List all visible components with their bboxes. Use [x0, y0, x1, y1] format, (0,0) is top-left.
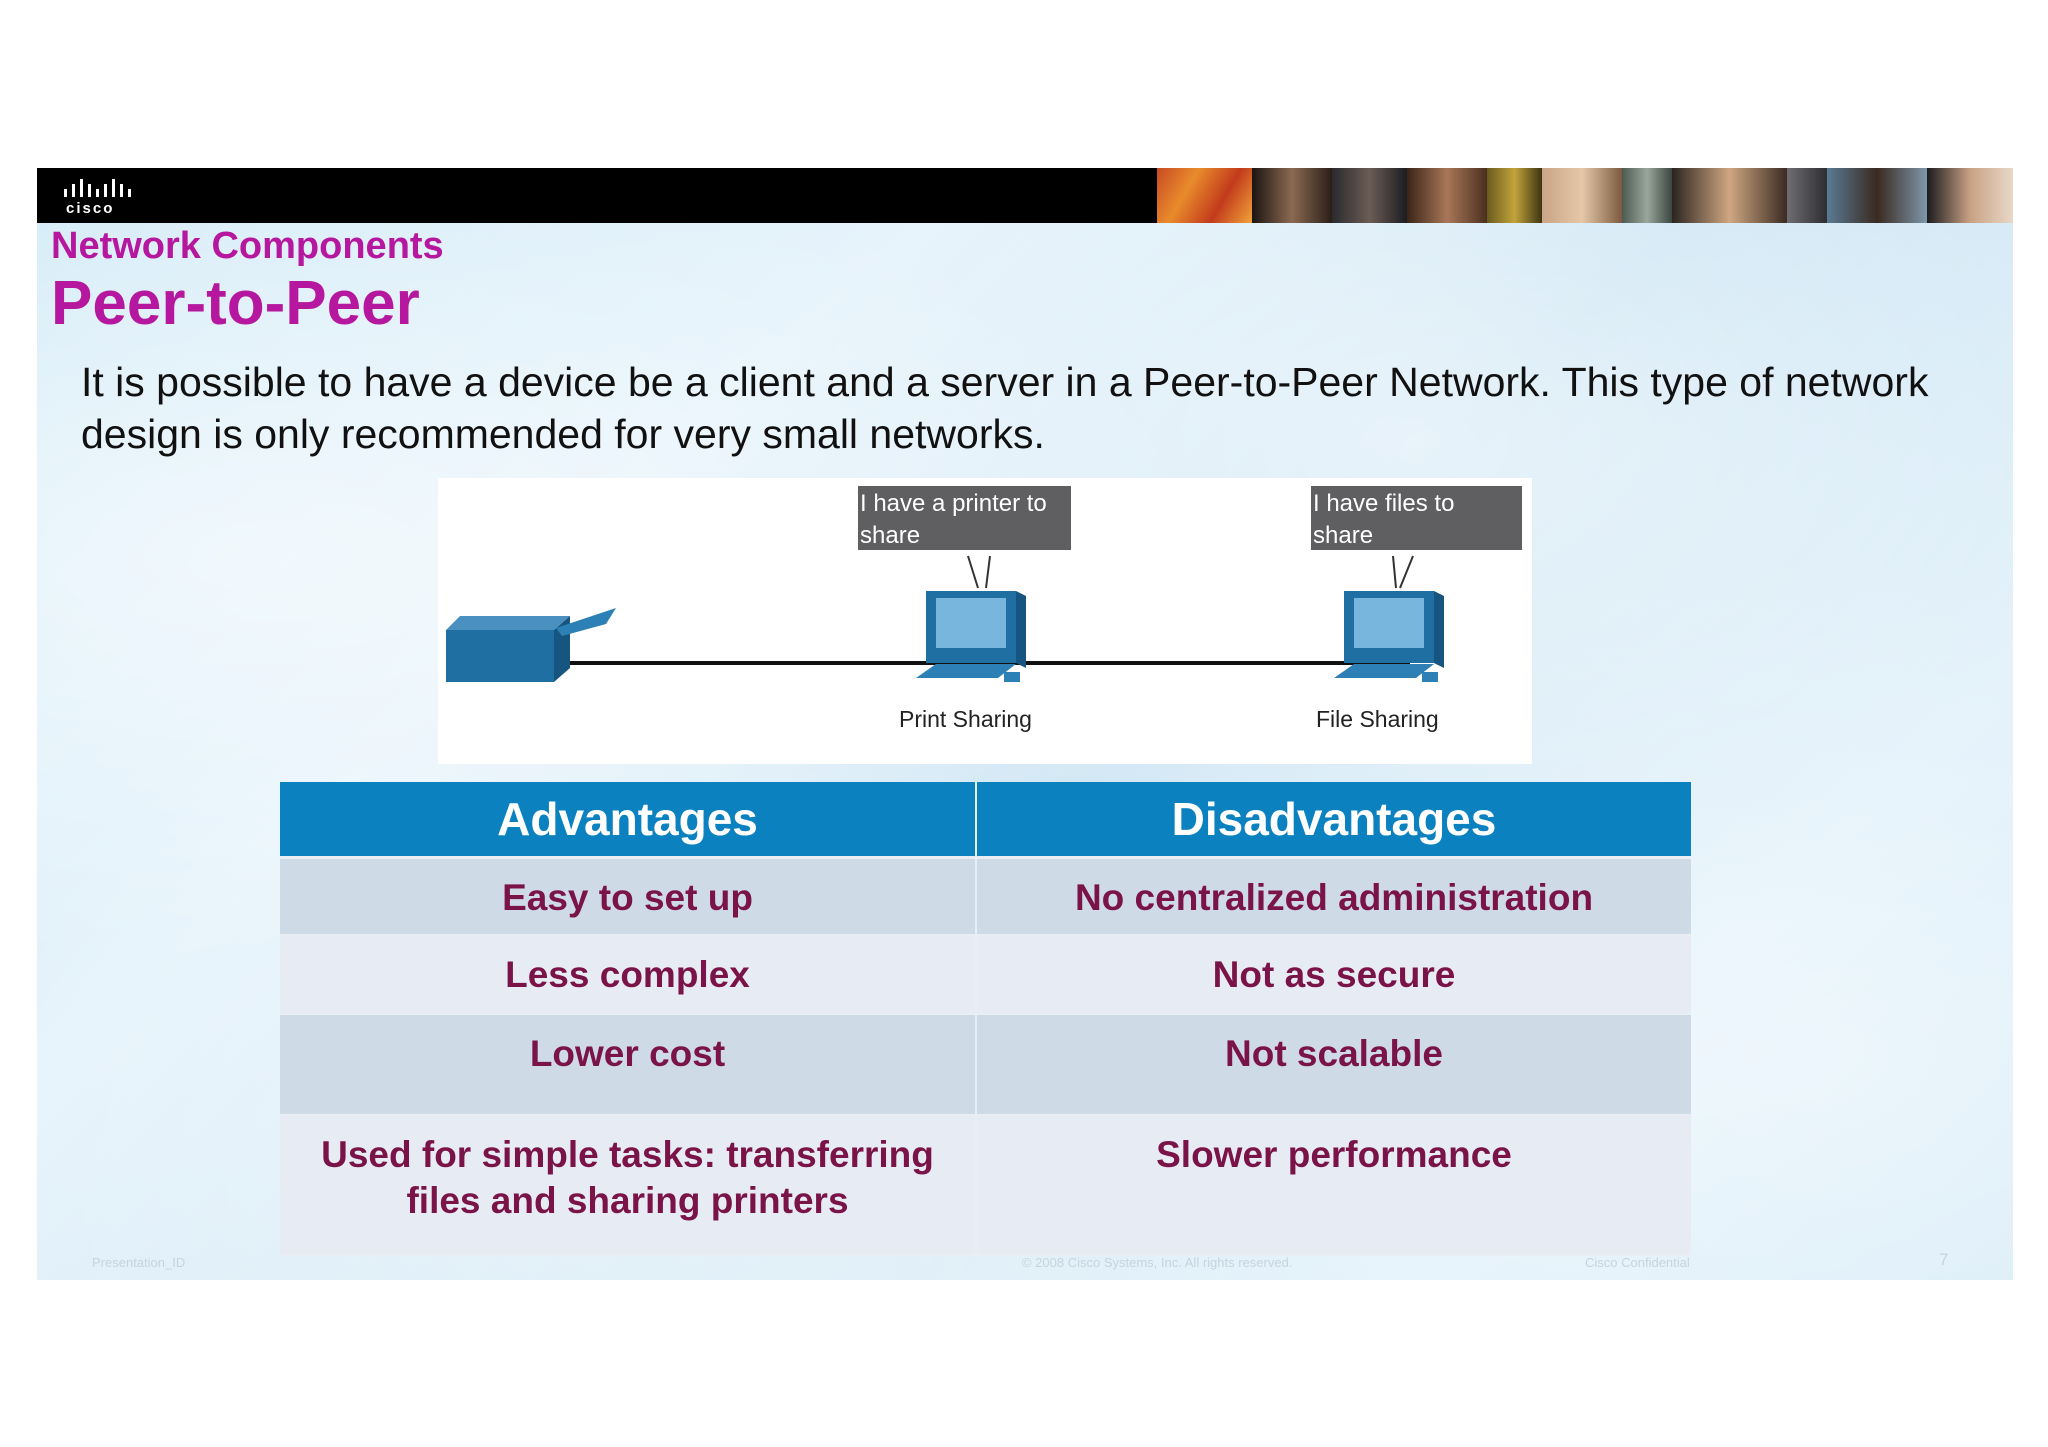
- printer-icon: [446, 608, 616, 682]
- table-header-row: Advantages Disadvantages: [280, 782, 1691, 859]
- advantage-cell: Less complex: [280, 934, 977, 1015]
- advantages-disadvantages-table: Advantages Disadvantages Easy to set up …: [280, 782, 1691, 1256]
- footer-confidential: Cisco Confidential: [1585, 1255, 1690, 1270]
- advantages-header: Advantages: [280, 782, 977, 859]
- photo-strip: [1157, 168, 2013, 223]
- disadvantage-cell: Not scalable: [976, 1013, 1691, 1116]
- file-sharing-label: File Sharing: [1316, 706, 1439, 732]
- computer-icon: [916, 555, 1026, 682]
- top-banner: cisco: [37, 168, 2013, 223]
- slide: cisco Network Components Peer-to-Peer It…: [37, 168, 2013, 1280]
- table-row: Used for simple tasks: transferring file…: [280, 1114, 1691, 1256]
- file-sharing-callout: I have files to share: [1311, 486, 1522, 550]
- network-diagram-graphic: [446, 555, 1444, 682]
- table-row: Easy to set up No centralized administra…: [280, 857, 1691, 936]
- cisco-logo-text: cisco: [66, 200, 115, 217]
- disadvantage-cell: No centralized administration: [976, 857, 1691, 936]
- advantage-cell: Used for simple tasks: transferring file…: [280, 1114, 977, 1256]
- disadvantage-cell: Slower performance: [976, 1114, 1691, 1256]
- peer-to-peer-diagram: I have a printer to share I have files t…: [438, 478, 1532, 764]
- section-title: Network Components: [51, 225, 444, 267]
- footer-copyright: © 2008 Cisco Systems, Inc. All rights re…: [1022, 1255, 1293, 1270]
- footer-presentation-id: Presentation_ID: [92, 1255, 186, 1270]
- intro-text: It is possible to have a device be a cli…: [81, 359, 1929, 457]
- table-row: Less complex Not as secure: [280, 934, 1691, 1015]
- footer-page-number: 7: [1939, 1250, 1949, 1269]
- advantage-cell: Lower cost: [280, 1013, 977, 1116]
- computer-icon: [1334, 555, 1444, 682]
- page-title: Peer-to-Peer: [51, 269, 420, 338]
- print-sharing-callout: I have a printer to share: [858, 486, 1071, 550]
- print-sharing-label: Print Sharing: [899, 706, 1032, 732]
- disadvantages-header: Disadvantages: [976, 782, 1691, 859]
- disadvantage-cell: Not as secure: [976, 934, 1691, 1015]
- table-row: Lower cost Not scalable: [280, 1013, 1691, 1116]
- cisco-logo: cisco: [62, 177, 142, 217]
- advantage-cell: Easy to set up: [280, 857, 977, 936]
